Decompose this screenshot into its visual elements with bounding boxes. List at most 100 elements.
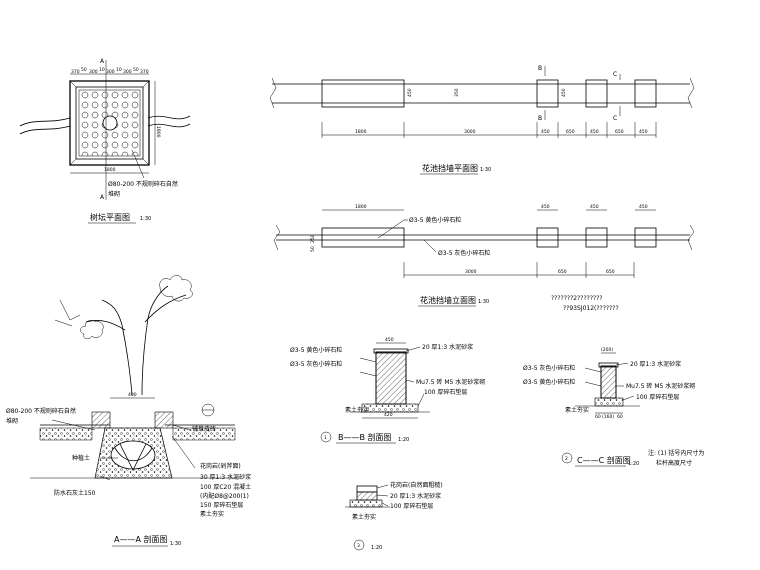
aa-layer-label: 素土夯实 — [200, 510, 224, 518]
wall-dim: 650 — [615, 129, 624, 135]
wall-dim-v3: 450 — [561, 88, 567, 97]
bb-dim-bottom: 420 — [384, 412, 393, 418]
bb-label-bottom: 素土夯实 — [345, 406, 369, 414]
aa-turf-label: 铺草皮砖 — [192, 425, 216, 433]
aa-dim-center: 400 — [128, 392, 137, 398]
cc-label-left: Ø3-5 灰色小碎石粒 — [523, 364, 575, 372]
tree-plan-title: 树坛平面图 — [90, 212, 130, 222]
plan-stone-label-2: 堆砌 — [108, 190, 120, 198]
aa-layer-label: 150 厚碎石垫层 — [200, 501, 243, 509]
bb-label-right: 100 厚碎石垫层 — [424, 388, 467, 396]
section-aa: 400 Ø80-200 不规则碎石自然 堆砌 铺草皮砖 种植土 防水石灰土150… — [6, 275, 251, 547]
aa-title: A——A 剖面图 — [114, 534, 168, 544]
dim-label: 300 — [106, 69, 115, 75]
aa-layer-label: 30 厚1:3 水泥砂浆 — [200, 473, 251, 481]
wall-plan-title: 花池挡墙平面图 — [422, 163, 478, 173]
elev-dim-bottom: 3000 — [465, 269, 477, 275]
elev-dim-left: 50 — [310, 246, 316, 252]
wall-dim: 450 — [541, 129, 550, 135]
wall-dim: 650 — [566, 129, 575, 135]
tree-plan-scale: 1:30 — [140, 216, 151, 222]
wall-elev-scale: 1:30 — [478, 299, 489, 305]
wall-dim-v2: 350 — [454, 88, 460, 97]
tree-drawing — [54, 275, 193, 396]
aa-soil-label: 种植土 — [72, 454, 90, 462]
cc-label-right: Mu7.5 砖 M5 水泥砂浆砌 — [626, 382, 695, 390]
note-block: ???????2???????? ??93SJ012(??????? — [551, 295, 619, 312]
dim-label: 370 — [140, 69, 149, 75]
aa-layer-label: 100 厚C20 混凝土 — [200, 483, 251, 491]
dim-label: 50 — [81, 67, 87, 73]
aa-stone-label-2: 堆砌 — [6, 417, 18, 425]
elev-dim-top: 450 — [541, 204, 550, 210]
s3-scale: 1:20 — [371, 545, 382, 551]
cc-label-right: 20 厚1:3 水泥砂浆 — [630, 360, 681, 368]
wall-elevation: 1800 450 450 450 250 50 3000 650 650 Ø3-… — [273, 204, 695, 307]
cc-number: 2 — [565, 456, 568, 462]
dim-label: 10 — [116, 67, 122, 73]
section-3: 花岗岩(自然面粗糙) 20 厚1:3 水泥砂浆 100 厚碎石垫层 素土夯实 3… — [345, 481, 443, 551]
wall-mark-b2: B — [538, 115, 542, 122]
elev-dim-top: 450 — [639, 204, 648, 210]
cc-title: C——C 剖面图 — [577, 455, 631, 465]
plan-dim-right: 1800 — [155, 126, 161, 138]
wall-dim: 450 — [639, 129, 648, 135]
wall-plan-dim-ticks — [321, 122, 657, 138]
wall-dim: 450 — [590, 129, 599, 135]
cc-dim-bottom: 60 — [595, 414, 601, 420]
plan-stone-label-1: Ø80-200 不规则碎石自然 — [108, 180, 178, 188]
aa-stone-label-1: Ø80-200 不规则碎石自然 — [6, 407, 76, 415]
bb-label-right: Mu7.5 砖 M5 水泥砂浆砌 — [416, 378, 485, 386]
aa-layer-label: (内配Ø8@200(1) — [200, 492, 249, 500]
elev-label-gray-gravel: Ø3-5 灰色小碎石粒 — [438, 249, 490, 257]
elev-dim-bottom: 650 — [606, 269, 615, 275]
elev-dim-bottom: 650 — [558, 269, 567, 275]
bb-label-right: 20 厚1:3 水泥砂浆 — [422, 343, 473, 351]
cc-scale: 1:20 — [628, 461, 639, 467]
elev-dim-top: 450 — [590, 204, 599, 210]
wall-elev-title: 花池挡墙立面图 — [420, 295, 476, 305]
aa-lime-label: 防水石灰土150 — [54, 489, 96, 497]
bb-scale: 1:20 — [398, 437, 409, 443]
wall-dim: 1800 — [355, 129, 367, 135]
wall-mark-c2: C — [613, 115, 617, 122]
wall-dim: 3000 — [464, 129, 476, 135]
bb-label-left: Ø3-5 灰色小碎石粒 — [290, 360, 342, 368]
wall-plan-scale: 1:30 — [480, 167, 491, 173]
wall-mark-c1: C — [613, 71, 617, 78]
wall-mark-b1: B — [538, 65, 542, 72]
section-cc: (200) 60 (160) 60 Ø3-5 灰色小碎石粒 Ø3-5 黄色小碎石… — [523, 347, 704, 467]
bb-dim-top: 450 — [385, 337, 394, 343]
cc-dim-bottom: 60 — [617, 414, 623, 420]
aa-scale: 1:30 — [170, 541, 181, 547]
cc-label-left: Ø3-5 黄色小碎石粒 — [523, 378, 575, 386]
wall-plan: B B C C 450 350 450 1800 3000 450 650 45… — [269, 65, 695, 175]
plan-section-mark-top: A — [100, 58, 105, 65]
cc-label-right: 100 厚碎石垫层 — [636, 393, 679, 401]
cc-dim-bottom: (160) — [602, 414, 614, 420]
cc-label-bottom: 素土夯实 — [565, 406, 589, 414]
dim-label: 300 — [123, 69, 132, 75]
elev-dim-left: 250 — [310, 234, 316, 243]
plan-section-mark-bottom: A — [100, 194, 105, 201]
elev-label-yellow-gravel: Ø3-5 黄色小碎石粒 — [409, 216, 461, 224]
bb-label-left: Ø3-5 黄色小碎石粒 — [290, 346, 342, 354]
aa-layer-label: 花岗岩(剁斧面) — [200, 462, 241, 470]
note-line-1: ???????2???????? — [551, 295, 603, 302]
s3-label: 20 厚1:3 水泥砂浆 — [390, 492, 441, 500]
dim-label: 50 — [133, 67, 139, 73]
cc-dim-top: (200) — [601, 347, 613, 353]
s3-label-bottom: 素土夯实 — [352, 513, 376, 521]
cc-note-line-2: 栏杆高度尺寸 — [656, 459, 692, 467]
cc-note-line-1: 注: (1) 括号内尺寸为 — [648, 449, 704, 457]
s3-label: 100 厚碎石垫层 — [390, 502, 433, 510]
plan-dim-bottom: 1800 — [104, 167, 116, 173]
s3-number: 3 — [357, 543, 360, 549]
note-line-2: ??93SJ012(??????? — [563, 305, 619, 312]
dim-label: 300 — [89, 69, 98, 75]
dim-label: 370 — [71, 69, 80, 75]
elev-dim-top: 1800 — [355, 204, 367, 210]
bb-title: B——B 剖面图 — [338, 432, 392, 442]
wall-dim-v1: 450 — [407, 88, 413, 97]
